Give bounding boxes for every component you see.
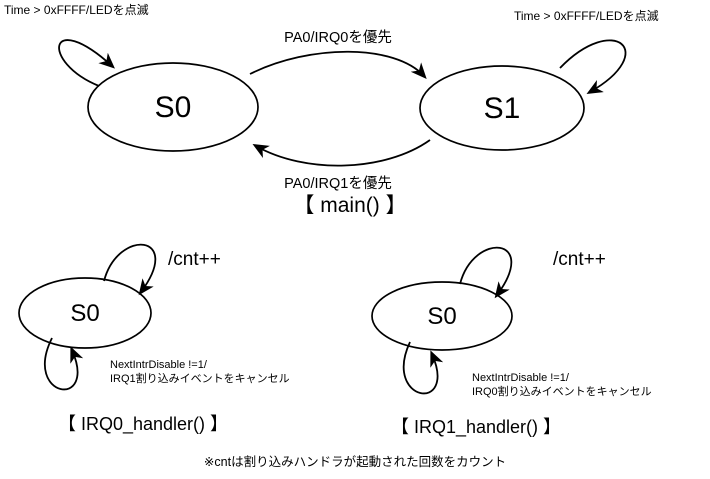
irq0-cancel-loop-label-line2: IRQ1割り込みイベントをキャンセル bbox=[110, 371, 290, 385]
main-s1-self-loop-arrow bbox=[559, 39, 627, 94]
irq0-cancel-loop-arrow bbox=[44, 337, 84, 391]
main-s1-to-s0-label: PA0/IRQ1を優先 bbox=[284, 175, 392, 192]
main-s0-self-loop-label: Time > 0xFFFF/LEDを点滅 bbox=[4, 3, 149, 17]
main-s0-self-loop-arrow bbox=[58, 39, 115, 87]
main-state-s0-ellipse bbox=[87, 62, 259, 152]
main-state-s1-ellipse bbox=[419, 65, 585, 151]
main-diagram: S0 S1 Time > 0xFFFF/LEDを点滅 Time > 0xFFFF… bbox=[4, 3, 659, 217]
irq1-count-loop-label: /cnt++ bbox=[553, 249, 606, 270]
irq1-state-s0-label: S0 bbox=[427, 303, 456, 330]
irq0-handler-diagram: S0 /cnt++ NextIntrDisable !=1/ IRQ1割り込みイ… bbox=[18, 243, 290, 435]
main-state-s1-label: S1 bbox=[484, 92, 521, 125]
irq1-handler-diagram: S0 /cnt++ NextIntrDisable !=1/ IRQ0割り込みイ… bbox=[371, 246, 652, 438]
irq0-diagram-caption: 【 IRQ0_handler() 】 bbox=[58, 414, 228, 435]
main-s1-to-s0-arrow bbox=[252, 139, 431, 167]
main-diagram-caption: 【 main() 】 bbox=[293, 194, 406, 217]
irq0-state-s0-label: S0 bbox=[70, 300, 99, 327]
footnote-text: ※cntは割り込みハンドラが起動された回数をカウント bbox=[204, 454, 506, 469]
irq1-cancel-loop-label-line2: IRQ0割り込みイベントをキャンセル bbox=[472, 384, 652, 398]
main-s0-to-s1-arrow bbox=[249, 50, 427, 79]
irq1-cancel-loop-arrow bbox=[402, 341, 444, 395]
main-state-s0-label: S0 bbox=[155, 91, 192, 124]
irq1-count-loop-arrow bbox=[459, 246, 513, 299]
irq1-diagram-caption: 【 IRQ1_handler() 】 bbox=[391, 417, 561, 438]
irq0-count-loop-label: /cnt++ bbox=[168, 249, 221, 270]
main-s1-self-loop-label: Time > 0xFFFF/LEDを点滅 bbox=[514, 9, 659, 23]
irq0-cancel-loop-label-line1: NextIntrDisable !=1/ bbox=[110, 359, 208, 371]
irq1-cancel-loop-label-line1: NextIntrDisable !=1/ bbox=[472, 372, 570, 384]
irq0-state-s0-ellipse bbox=[18, 277, 152, 349]
irq0-count-loop-arrow bbox=[103, 243, 157, 296]
irq1-state-s0-ellipse bbox=[371, 281, 513, 351]
main-s0-to-s1-label: PA0/IRQ0を優先 bbox=[284, 29, 392, 46]
